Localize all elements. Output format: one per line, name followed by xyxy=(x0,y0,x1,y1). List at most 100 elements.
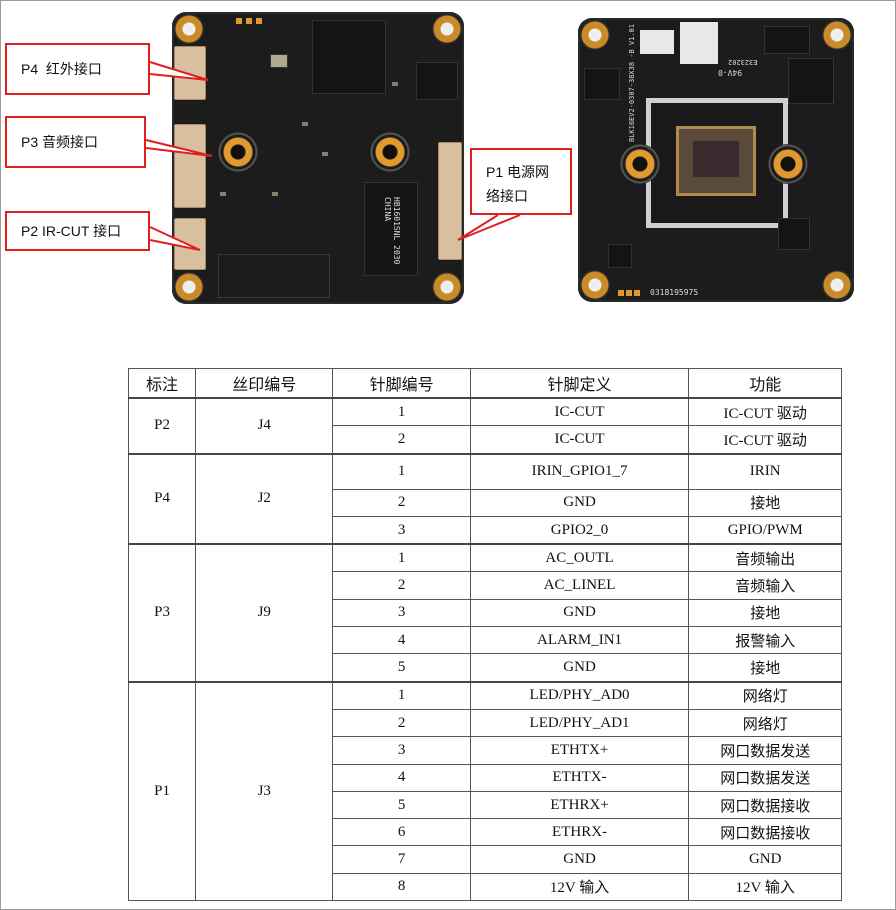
cell-silk: J4 xyxy=(195,397,334,455)
sensor-die xyxy=(693,141,739,177)
pin-definition-table: 标注 丝印编号 针脚编号 针脚定义 功能 P2 J4 1 IC-CUT IC-C… xyxy=(127,368,842,902)
corner-hole xyxy=(580,270,610,300)
cell-pin-def: GND xyxy=(469,488,690,517)
label-plate xyxy=(640,30,674,54)
inductor xyxy=(764,26,810,54)
cell-function: 接地 xyxy=(688,488,842,517)
cell-function: 12V 输入 xyxy=(688,872,842,902)
cert-marking: E323202 xyxy=(728,58,758,66)
table-row: 2 GND 接地 xyxy=(129,488,842,517)
pad xyxy=(626,290,632,296)
rating-marking: 94V-0 xyxy=(718,68,743,77)
corner-hole xyxy=(432,272,462,302)
pad xyxy=(634,290,640,296)
header-pin-def: 针脚定义 xyxy=(469,368,690,399)
header-mark: 标注 xyxy=(127,368,197,399)
cell-pin-no: 3 xyxy=(332,598,471,628)
smd-part xyxy=(322,152,328,156)
cell-pin-def: IC-CUT xyxy=(469,397,690,427)
table-row: 2 IC-CUT IC-CUT 驱动 xyxy=(129,425,842,455)
mount-hole xyxy=(768,144,808,184)
cell-pin-def: IRIN_GPIO1_7 xyxy=(469,452,690,490)
corner-hole xyxy=(580,20,610,50)
cell-pin-no: 2 xyxy=(332,488,471,517)
cell-function: 接地 xyxy=(688,653,842,683)
cell-pin-def: LED/PHY_AD1 xyxy=(469,708,690,738)
cell-pin-no: 2 xyxy=(332,708,471,738)
cell-mark: P4 xyxy=(127,452,197,545)
cell-pin-no: 2 xyxy=(332,425,471,455)
cell-pin-def: GND xyxy=(469,845,690,874)
table-row: 3 GPIO2_0 GPIO/PWM xyxy=(129,515,842,545)
image-sensor xyxy=(676,126,756,196)
cell-pin-def: GPIO2_0 xyxy=(469,515,690,545)
cell-silk: J2 xyxy=(195,452,334,545)
corner-hole xyxy=(822,20,852,50)
mount-hole xyxy=(370,132,410,172)
cell-function: GND xyxy=(688,845,842,874)
corner-hole xyxy=(174,272,204,302)
trace-area xyxy=(218,254,330,298)
callout-p1-power-network: P1 电源网 络接口 xyxy=(470,148,572,215)
cell-function: 网络灯 xyxy=(688,708,842,738)
corner-hole xyxy=(432,14,462,44)
cell-function: 报警输入 xyxy=(688,626,842,655)
cell-function: GPIO/PWM xyxy=(688,515,842,545)
pad xyxy=(236,18,242,24)
cell-function: 接地 xyxy=(688,598,842,628)
power-chip xyxy=(788,58,834,104)
small-chip xyxy=(608,244,632,268)
ethernet-transformer: HB1601SNL 2030 CHINA xyxy=(364,182,418,276)
corner-hole xyxy=(822,270,852,300)
table-row: P3 J9 1 AC_OUTL 音频输出 xyxy=(127,543,842,683)
cell-pin-def: IC-CUT xyxy=(469,425,690,455)
header-function: 功能 xyxy=(688,368,842,399)
cell-pin-def: AC_LINEL xyxy=(469,571,690,600)
eeprom-chip xyxy=(584,68,620,100)
callout-label: P2 IR-CUT 接口 xyxy=(21,223,122,239)
smd-part xyxy=(392,82,398,86)
cell-pin-no: 1 xyxy=(332,543,471,573)
cell-pin-no: 1 xyxy=(332,680,471,710)
table-row: 8 12V 输入 12V 输入 xyxy=(129,872,842,902)
callout-p4-ir: P4 红外接口 xyxy=(5,43,150,95)
cell-pin-no: 7 xyxy=(332,845,471,874)
label-plate xyxy=(680,22,718,64)
cell-pin-no: 3 xyxy=(332,736,471,765)
cell-pin-def: GND xyxy=(469,653,690,683)
table-row: 2 AC_LINEL 音频输入 xyxy=(129,571,842,600)
smd-part xyxy=(220,192,226,196)
cell-pin-def: GND xyxy=(469,598,690,628)
cell-silk: J9 xyxy=(195,543,334,683)
cell-function: 网口数据发送 xyxy=(688,736,842,765)
pcb-photo-front: BLK16EV2-0307-38X38 -B V1.01 94V-0 E3232… xyxy=(578,18,854,302)
cell-pin-no: 1 xyxy=(332,397,471,427)
cell-pin-no: 5 xyxy=(332,653,471,683)
cell-function: 音频输入 xyxy=(688,571,842,600)
cell-pin-no: 5 xyxy=(332,790,471,820)
callout-label: P4 红外接口 xyxy=(21,61,102,77)
small-chip xyxy=(778,218,810,250)
soc-chip xyxy=(312,20,386,94)
table-row: 4 ALARM_IN1 报警输入 xyxy=(129,626,842,655)
cell-pin-def: ETHRX- xyxy=(469,818,690,847)
callout-label: P1 电源网 xyxy=(486,164,550,180)
pad xyxy=(246,18,252,24)
corner-hole xyxy=(174,14,204,44)
table-row: P4 J2 1 IRIN_GPIO1_7 IRIN xyxy=(127,452,842,545)
cell-function: IC-CUT 驱动 xyxy=(688,397,842,427)
mount-hole xyxy=(218,132,258,172)
cell-mark: P1 xyxy=(127,680,197,902)
connector-j9 xyxy=(174,124,206,208)
connector-j4 xyxy=(174,218,206,270)
table-row: P2 J4 1 IC-CUT IC-CUT 驱动 xyxy=(127,397,842,455)
cell-pin-def: LED/PHY_AD0 xyxy=(469,680,690,710)
cell-function: IRIN xyxy=(688,452,842,490)
cell-function: IC-CUT 驱动 xyxy=(688,425,842,455)
pad xyxy=(256,18,262,24)
cell-pin-no: 4 xyxy=(332,763,471,792)
memory-chip xyxy=(416,62,458,100)
cell-mark: P3 xyxy=(127,543,197,683)
table-row: 3 GND 接地 xyxy=(129,598,842,628)
smd-part xyxy=(302,122,308,126)
